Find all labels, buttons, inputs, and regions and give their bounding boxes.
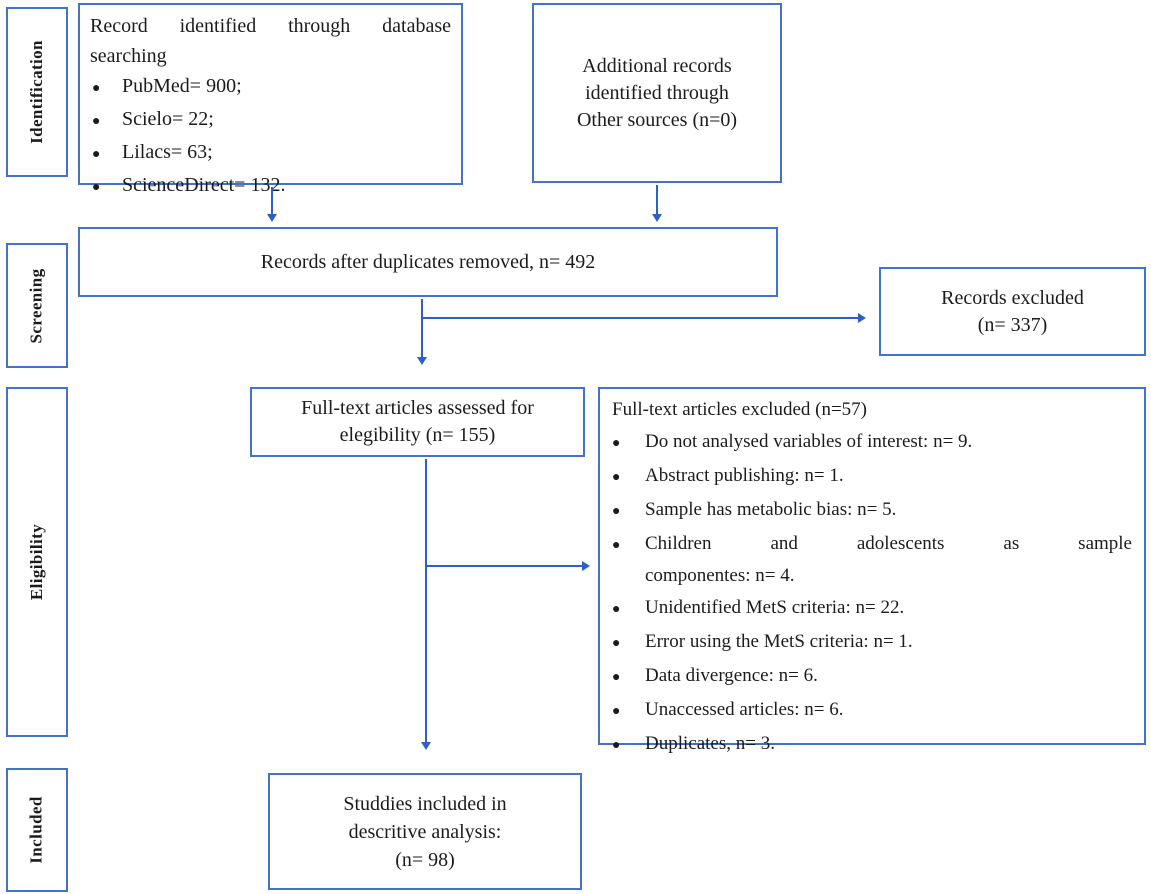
list-item: ● Do not analysed variables of interest:… (608, 426, 1132, 460)
records-excluded-line: Records excluded (941, 286, 1084, 309)
bullet-icon: ● (612, 470, 621, 485)
bullet-icon: ● (612, 636, 621, 651)
fulltext-assessed-box: Full-text articles assessed for elegibil… (250, 387, 585, 457)
stage-label-screening: Screening (6, 243, 68, 368)
list-item: ● Data divergence: n= 6. (608, 660, 1132, 694)
exclusion-reason: Sample has metabolic bias: n= 5. (645, 499, 897, 520)
database-count: PubMed= 900; (122, 75, 242, 97)
bullet-icon: ● (612, 704, 621, 719)
exclusion-reason: Unaccessed articles: n= 6. (645, 699, 844, 720)
bullet-icon: ● (612, 538, 621, 553)
exclusion-reason: Error using the MetS criteria: n= 1. (645, 631, 913, 652)
list-item: ● Duplicates, n= 3. (608, 728, 1132, 762)
list-item: ● Unidentified MetS criteria: n= 22. (608, 592, 1132, 626)
other-sources-box: Additional records identified through Ot… (532, 3, 782, 183)
arrowhead-right-icon (582, 561, 590, 571)
database-search-line1: Record identified through database (90, 15, 451, 37)
stage-label-text: Eligibility (27, 523, 47, 601)
arrowhead-down-icon (652, 214, 662, 222)
arrow-duplicates-to-assessed (421, 299, 423, 357)
bullet-icon: ● (612, 670, 621, 685)
stage-label-text: Identification (27, 40, 47, 144)
fulltext-assessed-line: Full-text articles assessed for (301, 397, 534, 419)
other-sources-line: Other sources (n=0) (576, 108, 738, 131)
duplicates-removed-box: Records after duplicates removed, n= 492 (78, 227, 778, 297)
stage-label-included: Included (6, 768, 68, 892)
duplicates-removed-text: Records after duplicates removed, n= 492 (260, 250, 596, 273)
bullet-icon: ● (612, 436, 621, 451)
included-studies-line: Studdies included in (343, 792, 507, 815)
bullet-icon: ● (612, 504, 621, 519)
database-search-box: Record identified through database searc… (78, 3, 463, 196)
fulltext-assessed-line: elegibility (n= 155) (339, 424, 496, 446)
records-excluded-box: Records excluded (n= 337) (879, 267, 1146, 356)
arrowhead-down-icon (267, 214, 277, 222)
list-item: ● ScienceDirect= 132. (90, 170, 451, 203)
stage-label-text: Included (27, 796, 47, 864)
included-studies-box: Studdies included in descritive analysis… (268, 773, 582, 890)
list-item: ● Sample has metabolic bias: n= 5. (608, 494, 1132, 528)
arrowhead-down-icon (417, 357, 427, 365)
list-item: ● Abstract publishing: n= 1. (608, 460, 1132, 494)
list-item: ● Unaccessed articles: n= 6. (608, 694, 1132, 728)
database-search-line2: searching (90, 45, 167, 67)
arrow-other-to-duplicates (656, 185, 658, 214)
other-sources-line: identified through (585, 81, 729, 104)
bullet-icon: ● (92, 147, 101, 162)
fulltext-excluded-box: Full-text articles excluded (n=57) ● Do … (598, 387, 1146, 754)
bullet-icon: ● (612, 602, 621, 617)
bullet-icon: ● (612, 738, 621, 753)
exclusion-reason: Unidentified MetS criteria: n= 22. (645, 597, 905, 618)
bullet-icon: ● (92, 81, 101, 96)
arrow-duplicates-to-excluded (421, 317, 858, 319)
list-item: ● Scielo= 22; (90, 104, 451, 137)
list-item: ● Children and adolescents as sample com… (608, 528, 1132, 592)
stage-label-eligibility: Eligibility (6, 387, 68, 737)
arrow-db-to-duplicates (271, 187, 273, 214)
database-count: ScienceDirect= 132. (122, 174, 286, 196)
bullet-icon: ● (92, 180, 101, 195)
other-sources-line: Additional records (582, 54, 732, 77)
exclusion-reason: Abstract publishing: n= 1. (645, 465, 844, 486)
exclusion-reason: Children and adolescents as sample compo… (645, 528, 1132, 592)
list-item: ● PubMed= 900; (90, 71, 451, 104)
list-item: ● Error using the MetS criteria: n= 1. (608, 626, 1132, 660)
arrowhead-right-icon (858, 313, 866, 323)
exclusion-reason: Duplicates, n= 3. (645, 733, 775, 754)
arrow-assessed-to-included (425, 459, 427, 742)
database-count: Lilacs= 63; (122, 141, 213, 163)
database-count: Scielo= 22; (122, 108, 214, 130)
stage-label-identification: Identification (6, 7, 68, 177)
included-studies-line: descritive analysis: (348, 820, 502, 843)
arrowhead-down-icon (421, 742, 431, 750)
fulltext-excluded-title: Full-text articles excluded (n=57) (612, 399, 867, 420)
exclusion-reason-line2: componentes: n= 4. (645, 565, 795, 586)
bullet-icon: ● (92, 114, 101, 129)
exclusion-reason: Do not analysed variables of interest: n… (645, 431, 973, 452)
arrow-assessed-to-fulltext-excluded (425, 565, 582, 567)
stage-label-text: Screening (27, 267, 46, 344)
list-item: ● Lilacs= 63; (90, 137, 451, 170)
exclusion-reason: Data divergence: n= 6. (645, 665, 818, 686)
included-studies-line: (n= 98) (395, 848, 455, 871)
exclusion-reason-line1: Children and adolescents as sample (645, 533, 1132, 554)
records-excluded-line: (n= 337) (977, 313, 1048, 336)
